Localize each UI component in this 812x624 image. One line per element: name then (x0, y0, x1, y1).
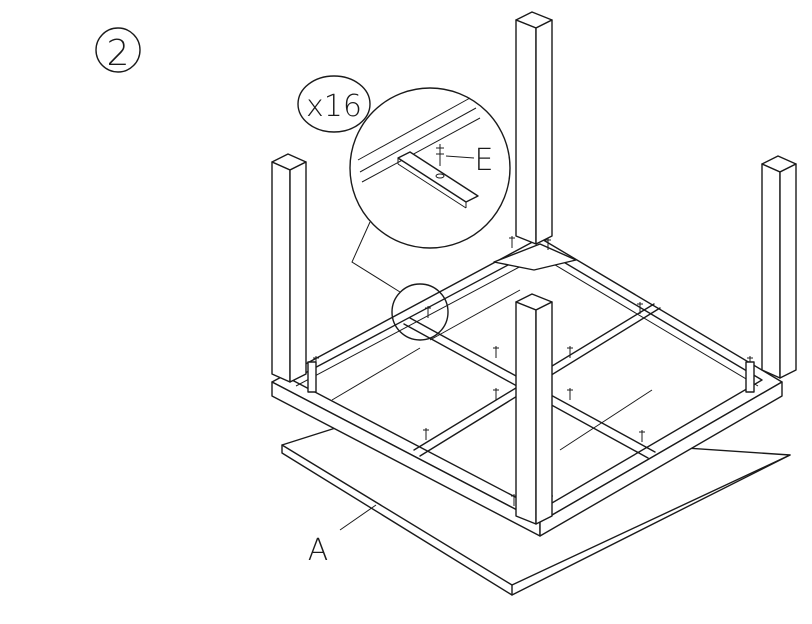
corner-bracket (493, 243, 577, 271)
part-e-label: E (475, 143, 494, 178)
leader-line-a (339, 504, 377, 531)
step-number-badge: 2 (95, 27, 141, 74)
detail-leader-line (351, 221, 401, 293)
leg-front (515, 293, 553, 525)
leg-left (271, 153, 317, 393)
quantity-bubble: x16 (297, 75, 371, 133)
magnified-detail (349, 87, 511, 249)
leg-right (745, 155, 797, 393)
panel-a-label: A (308, 533, 329, 568)
quantity-label: x16 (306, 89, 362, 124)
detail-marker-circle (391, 283, 449, 341)
step-number: 2 (107, 33, 130, 74)
leg-back (515, 11, 553, 245)
